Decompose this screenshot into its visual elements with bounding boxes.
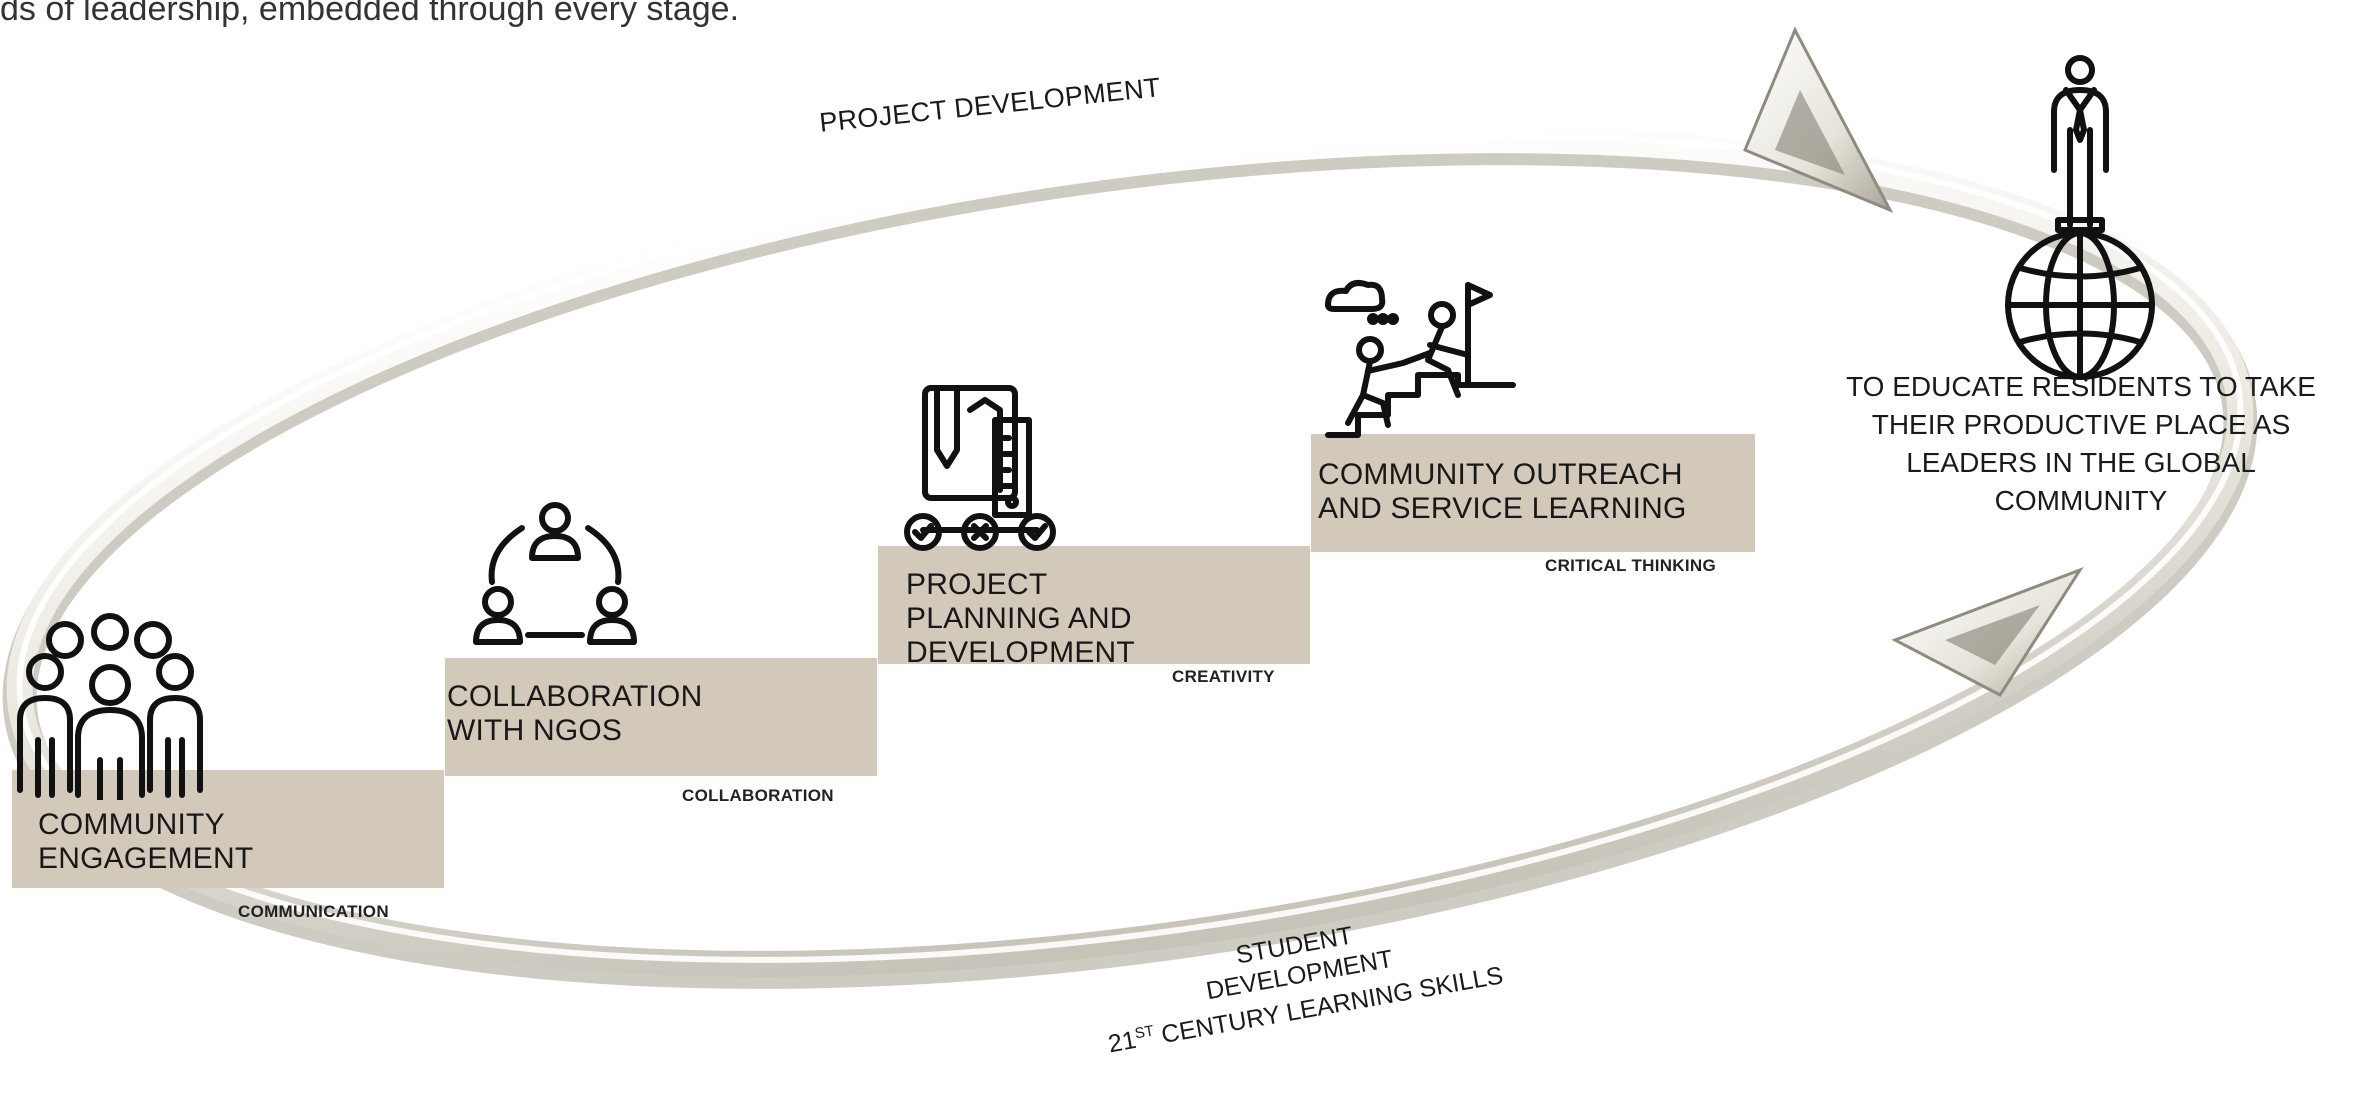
intro-text: ds of leadership, embedded through every…: [0, 0, 740, 28]
network-people-icon: [473, 502, 637, 645]
planning-tools-icon: [904, 385, 1056, 551]
skill-collaboration: COLLABORATION: [682, 786, 834, 805]
ring-highlight: [16, 133, 2244, 963]
skill-creativity: CREATIVITY: [1172, 667, 1275, 686]
step2-line2: WITH NGOS: [447, 714, 623, 747]
goal-statement: TO EDUCATE RESIDENTS TO TAKE THEIR PRODU…: [1786, 368, 2374, 520]
group-of-people-icon: [17, 613, 203, 800]
goal-line2: THEIR PRODUCTIVE PLACE AS: [1871, 409, 2291, 440]
step2-line1: COLLABORATION: [447, 680, 703, 713]
step-box-project-planning: [878, 546, 1310, 664]
step-label-collaboration-ngos: COLLABORATION WITH NGOS: [447, 680, 702, 748]
bottom-arrow-icon: [1891, 566, 2084, 697]
step4-line2: AND SERVICE LEARNING: [1318, 492, 1687, 525]
step-box-community-outreach: [1311, 434, 1755, 552]
step-box-community-engagement: [12, 770, 444, 888]
step1-line1: COMMUNITY: [38, 808, 225, 841]
step3-line3: DEVELOPMENT: [906, 636, 1135, 669]
top-arrow-icon: [1743, 26, 1894, 213]
step-label-community-outreach: COMMUNITY OUTREACH AND SERVICE LEARNING: [1318, 458, 1687, 526]
step-label-community-engagement: COMMUNITY ENGAGEMENT: [38, 808, 253, 876]
skill-communication: COMMUNICATION: [238, 902, 389, 921]
climbing-to-flag-icon: [1325, 280, 1516, 438]
leader-on-globe-icon: [2005, 55, 2155, 380]
step1-line2: ENGAGEMENT: [38, 842, 254, 875]
step-label-project-planning: PROJECT PLANNING AND DEVELOPMENT: [906, 568, 1135, 670]
step-box-collaboration-ngos: [445, 658, 877, 776]
step3-line2: PLANNING AND: [906, 602, 1132, 635]
step4-line1: COMMUNITY OUTREACH: [1318, 458, 1683, 491]
step3-line1: PROJECT: [906, 568, 1048, 601]
goal-line3: LEADERS IN THE GLOBAL: [1906, 447, 2256, 478]
goal-line4: COMMUNITY: [1994, 485, 2168, 516]
skill-critical-thinking: CRITICAL THINKING: [1545, 556, 1716, 575]
